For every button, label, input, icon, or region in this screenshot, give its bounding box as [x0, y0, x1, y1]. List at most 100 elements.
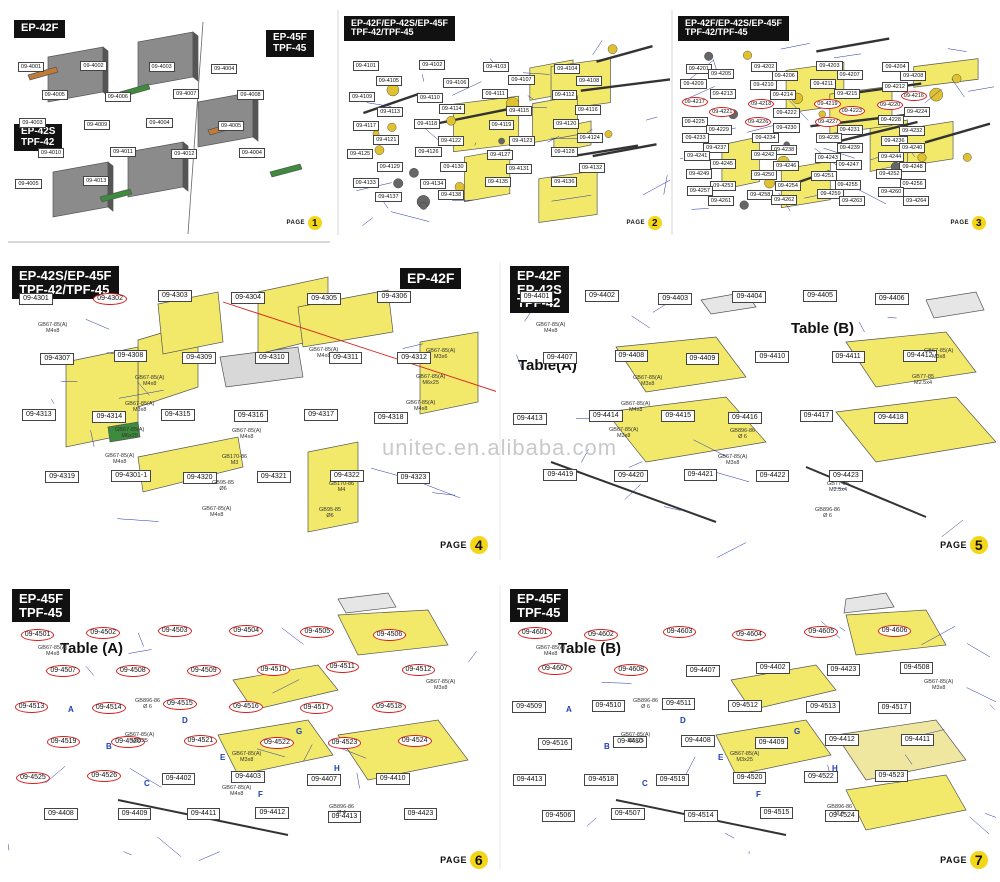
part-number-label[interactable]: 09-4111	[482, 89, 508, 100]
part-number-label[interactable]: 09-4008	[237, 89, 264, 100]
part-number-label[interactable]: 09-4514	[91, 701, 126, 714]
part-number-label[interactable]: 09-4402	[755, 662, 790, 675]
part-number-label[interactable]: 09-4220	[877, 99, 904, 110]
part-number-label[interactable]: 09-4004	[211, 63, 238, 74]
part-number-label[interactable]: 09-4305	[307, 292, 341, 305]
part-number-label[interactable]: 09-4416	[728, 412, 762, 425]
part-number-label[interactable]: 09-4131	[505, 164, 533, 175]
part-number-label[interactable]: 09-4511	[325, 661, 359, 674]
part-number-label[interactable]: 09-4413	[512, 774, 547, 787]
part-number-label[interactable]: 09-4410	[375, 772, 410, 785]
part-number-label[interactable]: 09-4233	[682, 133, 709, 144]
part-number-label[interactable]: 09-4510	[256, 664, 291, 677]
part-number-label[interactable]: 09-4241	[684, 150, 711, 161]
part-number-label[interactable]: 09-4203	[816, 60, 843, 71]
part-number-label[interactable]: 09-4415	[661, 409, 696, 422]
part-number-label[interactable]: 09-4235	[815, 132, 843, 143]
part-number-label[interactable]: 09-4132	[578, 163, 606, 174]
part-number-label[interactable]: 09-4009	[83, 119, 111, 130]
part-number-label[interactable]: 09-4226	[745, 116, 772, 127]
part-number-label[interactable]: 09-4523	[327, 736, 362, 749]
part-number-label[interactable]: 09-4249	[686, 169, 713, 180]
part-number-label[interactable]: 09-4207	[836, 69, 863, 80]
part-number-label[interactable]: 09-4316	[233, 409, 268, 422]
part-number-label[interactable]: 09-4515	[759, 807, 794, 820]
part-number-label[interactable]: 09-4402	[585, 290, 619, 303]
part-number-label[interactable]: 09-4518	[584, 773, 619, 786]
part-number-label[interactable]: 09-4406	[874, 292, 909, 305]
part-number-label[interactable]: 09-4513	[806, 700, 840, 713]
part-number-label[interactable]: 09-4412	[255, 806, 290, 819]
part-number-label[interactable]: 09-4229	[705, 124, 732, 135]
part-number-label[interactable]: 09-4308	[113, 350, 148, 363]
part-number-label[interactable]: 09-4250	[751, 170, 778, 181]
part-number-label[interactable]: 09-4507	[610, 808, 645, 821]
part-number-label[interactable]: 09-4318	[373, 412, 408, 425]
part-number-label[interactable]: 09-4501	[20, 628, 55, 641]
part-number-label[interactable]: 09-4506	[541, 809, 576, 822]
part-number-label[interactable]: 09-4403	[658, 293, 693, 306]
part-number-label[interactable]: 09-4523	[874, 770, 909, 783]
part-number-label[interactable]: 09-4410	[755, 350, 790, 363]
part-number-label[interactable]: 09-4309	[182, 352, 216, 365]
part-number-label[interactable]: 09-4319	[45, 470, 79, 483]
part-number-label[interactable]: 09-4412	[902, 349, 937, 362]
part-number-label[interactable]: 09-4411	[900, 734, 935, 747]
part-number-label[interactable]: 09-4237	[703, 142, 730, 153]
part-number-label[interactable]: 09-4515	[163, 698, 197, 711]
part-number-label[interactable]: 09-4116	[574, 104, 601, 115]
part-number-label[interactable]: 09-4408	[614, 349, 649, 362]
part-number-label[interactable]: 09-4412	[825, 734, 859, 747]
part-number-label[interactable]: 09-4215	[834, 89, 861, 100]
part-number-label[interactable]: 09-4230	[773, 123, 800, 134]
part-number-label[interactable]: 09-4507	[46, 665, 81, 678]
part-number-label[interactable]: 09-4313	[21, 409, 56, 421]
part-number-label[interactable]: 09-4409	[117, 808, 152, 821]
part-number-label[interactable]: 09-4214	[769, 89, 796, 100]
part-number-label[interactable]: 09-4112	[551, 89, 578, 100]
part-number-label[interactable]: 09-4124	[576, 132, 603, 143]
part-number-label[interactable]: 09-4119	[488, 120, 515, 131]
part-number-label[interactable]: 09-4509	[186, 665, 221, 678]
part-number-label[interactable]: 09-4005	[15, 179, 42, 190]
part-number-label[interactable]: 09-4218	[748, 98, 775, 109]
part-number-label[interactable]: 09-4508	[116, 664, 150, 677]
part-number-label[interactable]: 09-4304	[231, 291, 265, 304]
part-number-label[interactable]: 09-4419	[543, 469, 578, 482]
part-number-label[interactable]: 09-4263	[839, 196, 866, 206]
part-number-label[interactable]: 09-4003	[148, 62, 175, 73]
part-number-label[interactable]: 09-4252	[876, 168, 903, 179]
part-number-label[interactable]: 09-4407	[685, 665, 720, 678]
part-number-label[interactable]: 09-4222	[773, 107, 800, 118]
part-number-label[interactable]: 09-4405	[803, 290, 837, 303]
part-number-label[interactable]: 09-4323	[396, 471, 431, 484]
part-number-label[interactable]: 09-4518	[372, 701, 406, 714]
part-number-label[interactable]: 09-4209	[680, 79, 707, 90]
part-number-label[interactable]: 09-4506	[372, 628, 407, 641]
part-number-label[interactable]: 09-4002	[80, 60, 107, 71]
part-number-label[interactable]: 09-4003	[19, 118, 46, 129]
part-number-label[interactable]: 09-4219	[814, 99, 841, 110]
part-number-label[interactable]: 09-4315	[160, 409, 195, 422]
part-number-label[interactable]: 09-4520	[111, 735, 145, 748]
part-number-label[interactable]: 09-4126	[415, 146, 442, 157]
part-number-label[interactable]: 09-4011	[110, 147, 136, 158]
part-number-label[interactable]: 09-4107	[508, 74, 535, 85]
part-number-label[interactable]: 09-4511	[662, 698, 696, 711]
part-number-label[interactable]: 09-4401	[519, 291, 554, 304]
part-number-label[interactable]: 09-4253	[710, 180, 737, 191]
part-number-label[interactable]: 09-4135	[484, 176, 512, 187]
part-number-label[interactable]: 09-4403	[231, 771, 265, 784]
part-number-label[interactable]: 09-4601	[517, 627, 552, 640]
part-number-label[interactable]: 09-4508	[899, 662, 934, 675]
part-number-label[interactable]: 09-4418	[874, 412, 908, 425]
part-number-label[interactable]: 09-4260	[878, 186, 905, 197]
part-number-label[interactable]: 09-4122	[437, 135, 465, 146]
part-number-label[interactable]: 09-4256	[899, 179, 926, 190]
part-number-label[interactable]: 09-4602	[584, 628, 618, 641]
part-number-label[interactable]: 09-4227	[815, 117, 842, 128]
part-number-label[interactable]: 09-4402	[161, 773, 196, 786]
part-number-label[interactable]: 09-4413	[512, 412, 547, 425]
part-number-label[interactable]: 09-4217	[681, 96, 708, 107]
part-number-label[interactable]: 09-4517	[299, 701, 334, 714]
